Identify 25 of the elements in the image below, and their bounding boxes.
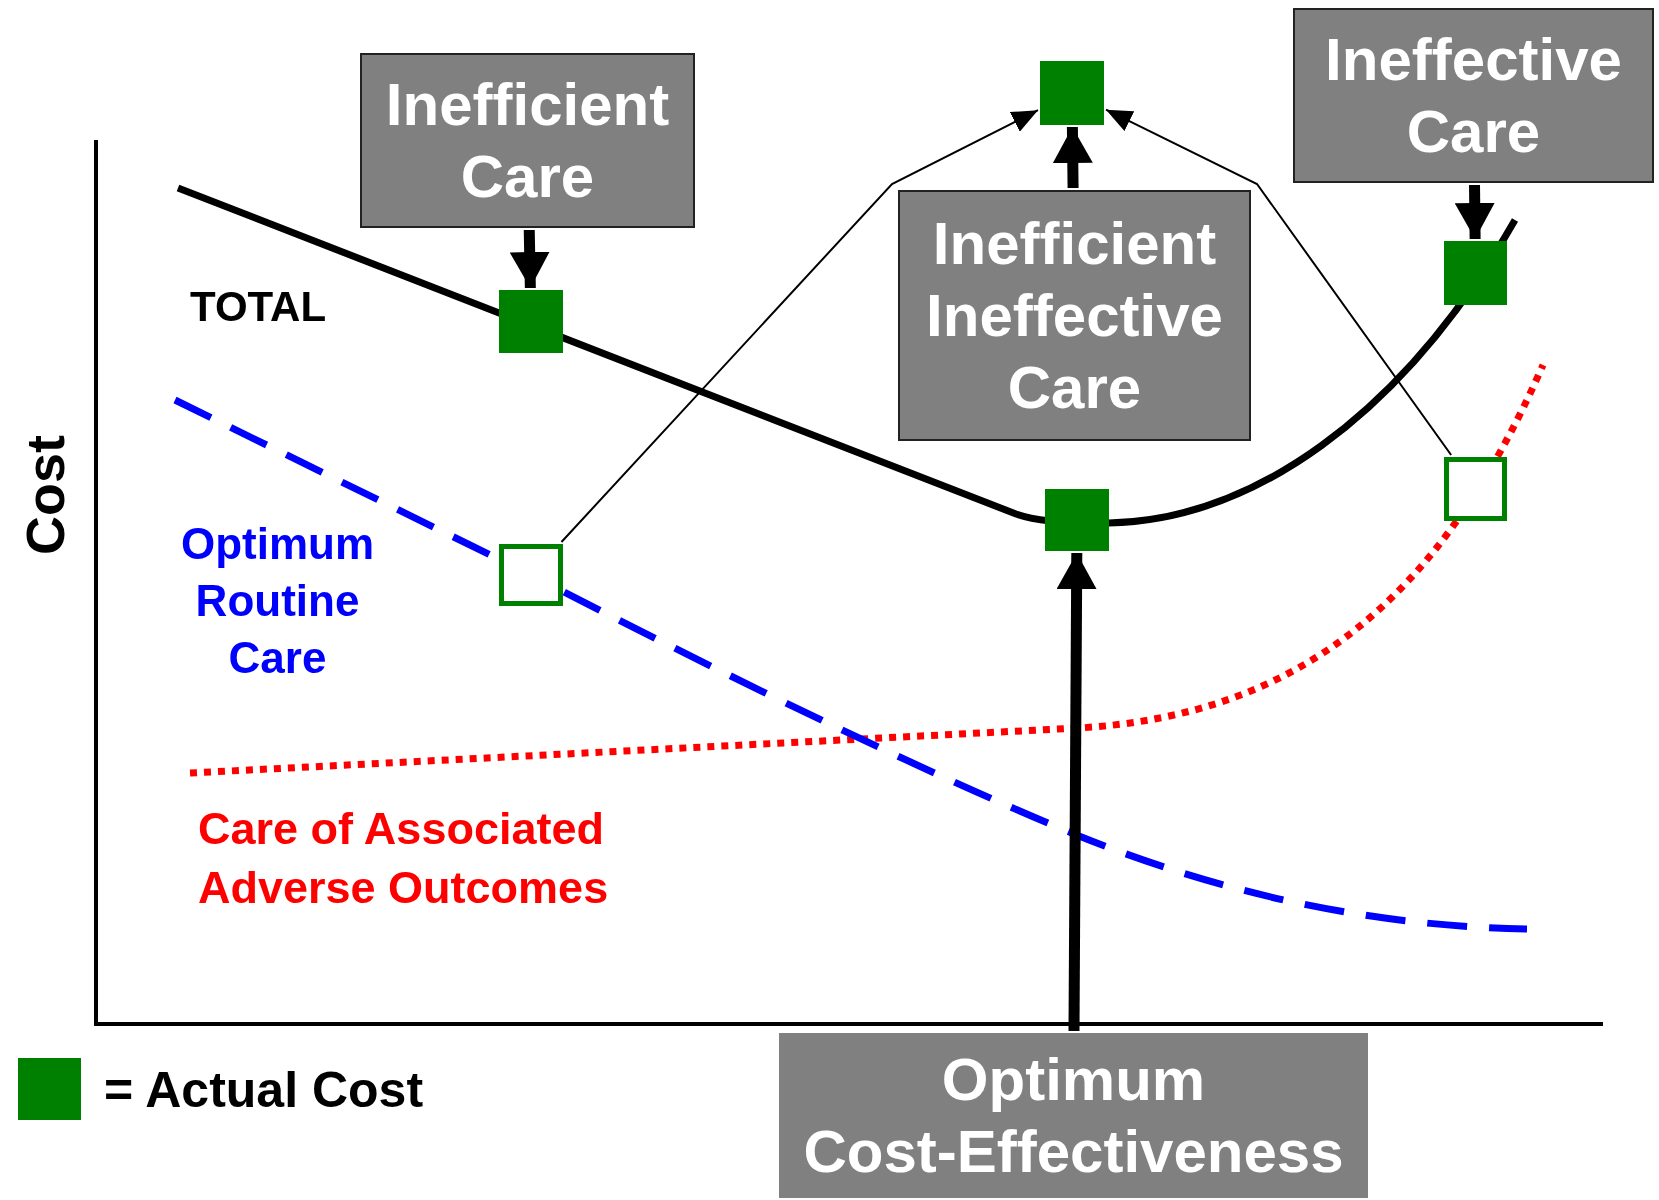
filled-square-marker — [499, 290, 563, 353]
legend-text: = Actual Cost — [104, 1062, 424, 1118]
callout-text: Inefficient Ineffective Care — [925, 208, 1224, 423]
arrow — [1056, 552, 1097, 1032]
callout-text: Optimum Cost-Effectiveness — [802, 1044, 1345, 1187]
arrow — [560, 109, 1039, 543]
hollow-square-marker — [499, 544, 563, 606]
callout-text: Inefficient Care — [384, 69, 671, 212]
filled-square-marker — [1444, 241, 1507, 305]
filled-square-marker — [1045, 489, 1109, 551]
callout-box — [779, 1033, 1368, 1198]
arrow — [1052, 126, 1093, 189]
arrow — [1105, 108, 1453, 456]
curve-label: TOTAL — [190, 282, 328, 332]
arrow — [1454, 184, 1495, 240]
curve-label: Care of Associated Adverse Outcomes — [198, 802, 610, 915]
callout-box — [898, 190, 1251, 441]
curve-label: Optimum Routine Care — [179, 518, 376, 685]
callout-box — [1293, 8, 1654, 183]
filled-square-marker — [1040, 61, 1104, 125]
axis-title: Cost — [13, 434, 76, 558]
hollow-square-marker — [1444, 457, 1507, 521]
callout-box — [360, 53, 695, 228]
arrow — [509, 229, 550, 289]
callout-text: Ineffective Care — [1324, 24, 1623, 167]
